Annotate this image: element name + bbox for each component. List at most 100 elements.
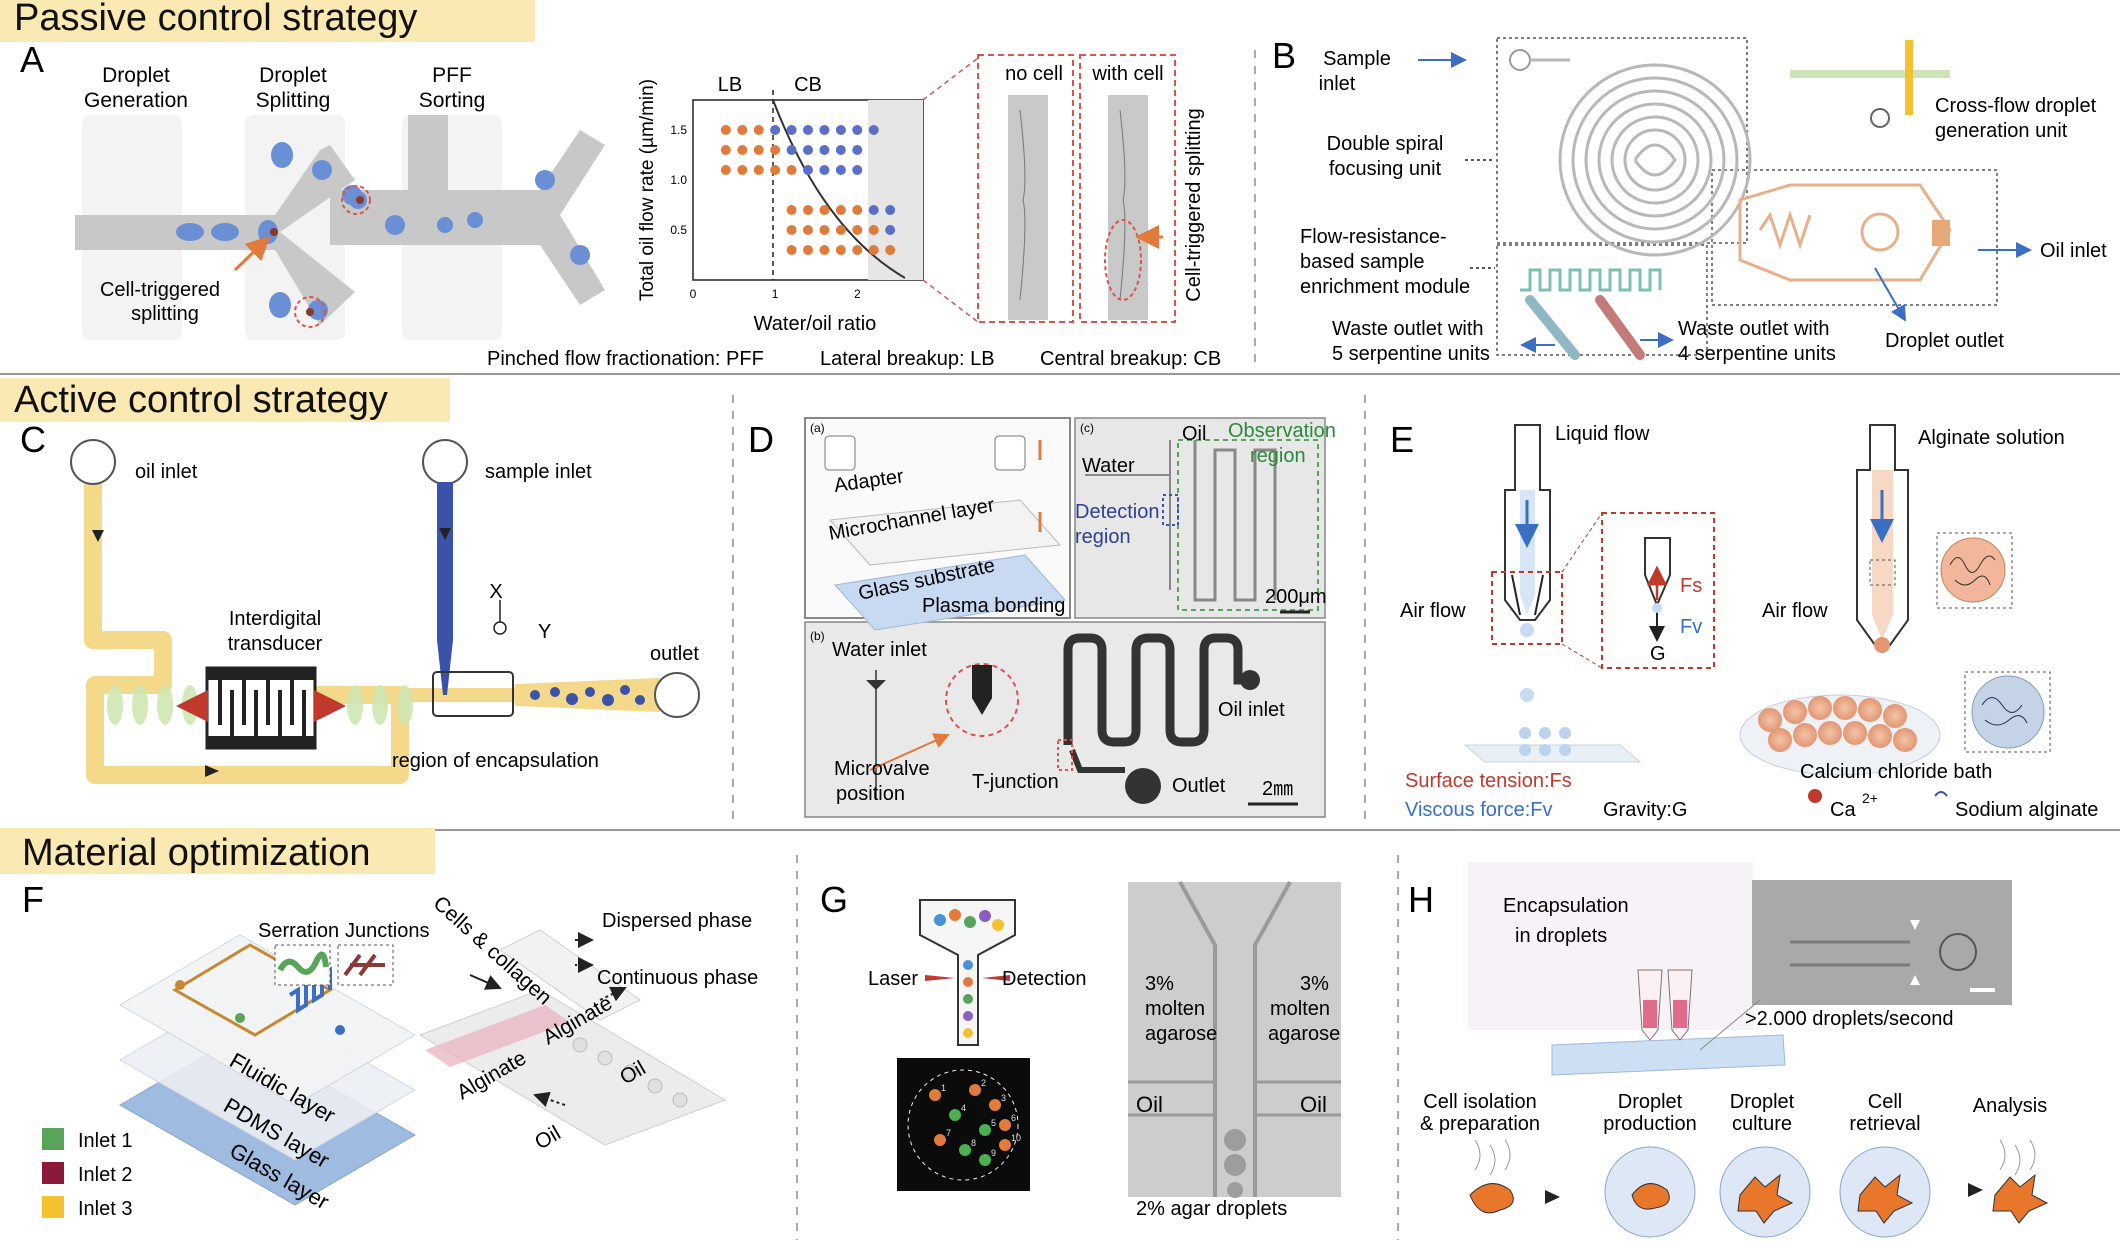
h-cell-icon <box>1469 1183 1514 1214</box>
chart-point-cb <box>819 145 830 155</box>
e-g: G <box>1650 643 1666 665</box>
a-pff-channel <box>408 115 448 195</box>
banner-active <box>0 378 450 422</box>
g-dot <box>934 1134 946 1146</box>
f-outlet-dot <box>335 1025 345 1035</box>
d-scale-200: 200μm <box>1265 586 1327 608</box>
b-enrich-line1: Flow-resistance- <box>1300 226 1447 248</box>
section-title-material: Material optimization <box>22 832 370 874</box>
g-dot <box>989 1099 1001 1111</box>
h-droplet-cell <box>1737 1173 1794 1224</box>
h-syringe-fill <box>1643 1000 1657 1028</box>
c-sample-inlet: sample inlet <box>485 461 592 483</box>
d-adapter-right <box>994 435 1026 471</box>
g-dot <box>959 1144 971 1156</box>
e-sodium-icon <box>1934 791 1948 797</box>
a-droplet <box>437 217 453 233</box>
f-inlet-dot <box>235 1013 245 1023</box>
e-collection-plate <box>1463 744 1642 763</box>
chart-point-lb <box>852 225 863 235</box>
b-waste4-line1: Waste outlet with <box>1678 318 1830 340</box>
h-droplet-cell <box>1631 1183 1670 1210</box>
chart-point-cb <box>868 205 879 215</box>
b-crossflow-line1: Cross-flow droplet <box>1935 95 2097 117</box>
c-encap-droplets <box>530 685 645 706</box>
chart-point-lb <box>737 165 748 175</box>
g-dot <box>969 1084 981 1096</box>
c-axis-origin <box>493 621 507 635</box>
e-force-nozzle <box>1644 537 1671 608</box>
a-droplet <box>211 223 239 241</box>
b-waste4-tube <box>1595 295 1645 360</box>
e-ca-sup: 2+ <box>1862 790 1878 806</box>
e-ca-icon <box>1808 789 1822 803</box>
chart-point-cb <box>803 125 813 135</box>
f-junctions: Junctions <box>345 920 430 942</box>
banner-material <box>0 828 435 874</box>
a-cell <box>306 308 314 316</box>
d-b-outlet-port <box>1125 768 1161 804</box>
g-dot-label: 7 <box>946 1128 951 1138</box>
g-agar-droplets <box>1224 1129 1246 1198</box>
d-b-tjunction-box <box>1057 739 1073 771</box>
e-fv: Fv <box>1680 616 1702 638</box>
chart-point-lb <box>737 125 748 135</box>
g-laser: Laser <box>868 968 918 990</box>
d-detection-line2: region <box>1075 526 1131 548</box>
chart-point-lb <box>753 165 764 175</box>
chart-point-cb <box>770 125 781 135</box>
chart-point-cb <box>803 165 813 175</box>
g-funnel <box>919 899 1016 1046</box>
chart-point-lb <box>819 205 830 215</box>
d-sub-c-frame <box>1074 417 1326 619</box>
chart-point-cb <box>835 145 846 155</box>
chart-point-cb <box>852 165 863 175</box>
f-serration: Serration <box>258 920 339 942</box>
c-idt-bar-bottom <box>207 736 315 748</box>
chart-point-lb <box>852 245 863 255</box>
chart-point-lb <box>803 245 813 255</box>
c-sample-channel <box>437 482 453 695</box>
d-b-valve-tip <box>972 665 992 715</box>
e-droplet <box>1520 623 1534 637</box>
d-oil-inlet: Oil inlet <box>1218 699 1285 721</box>
a-nocell-neck <box>1019 109 1026 301</box>
h-cell-extract-lines <box>1474 1139 1511 1176</box>
b-spiral-box <box>1496 37 1748 244</box>
chart-point-lb <box>737 145 748 155</box>
chart-point-lb <box>786 205 797 215</box>
a-phase-chart: LB CB Total oil flow rate (µm/min) Water… <box>637 74 924 335</box>
a-withcell-image <box>1108 95 1148 320</box>
c-acoustic-waves <box>107 685 413 725</box>
chart-point-lb <box>770 145 781 155</box>
a-nocell-label: no cell <box>1005 63 1063 85</box>
g-dot <box>979 1124 991 1136</box>
h-step2-line2: production <box>1603 1113 1696 1135</box>
h-step-arrow <box>1968 1183 1983 1197</box>
chart-ylabel: Total oil flow rate (µm/min) <box>637 79 658 301</box>
c-idt-bar-top <box>207 668 315 680</box>
d-tjunction: T-junction <box>972 771 1059 793</box>
e-polymer-circle <box>1940 537 2006 603</box>
a-withcell-label: with cell <box>1091 63 1163 85</box>
h-droplet-cell <box>1857 1173 1914 1224</box>
g-funnel-cells <box>934 909 1004 1038</box>
panel-letter-d: D <box>748 419 774 460</box>
h-encap-bg <box>1468 862 1753 1030</box>
panel-letter-e: E <box>1390 419 1414 460</box>
c-sample-arrow <box>439 528 451 540</box>
e-falling-droplet <box>1520 688 1534 702</box>
d-b-oil-port <box>1240 670 1260 690</box>
b-droplet-arrow <box>1874 267 1906 322</box>
e-viscous: Viscous force:Fv <box>1405 799 1552 821</box>
a-inset-nocell-frame <box>977 54 1074 323</box>
g-oil-right: Oil <box>1300 1092 1327 1117</box>
g-junction-walls <box>1178 881 1292 1197</box>
h-step4-line1: Cell <box>1868 1091 1902 1113</box>
panel-b: B Sample inlet <box>1272 35 2107 365</box>
chart-y-tick: 0.5 <box>670 223 687 237</box>
h-rate: >2.000 droplets/second <box>1745 1008 1954 1030</box>
d-microvalve-line1: Microvalve <box>834 758 930 780</box>
chart-point-cb <box>852 125 863 135</box>
g-dot <box>929 1089 941 1101</box>
